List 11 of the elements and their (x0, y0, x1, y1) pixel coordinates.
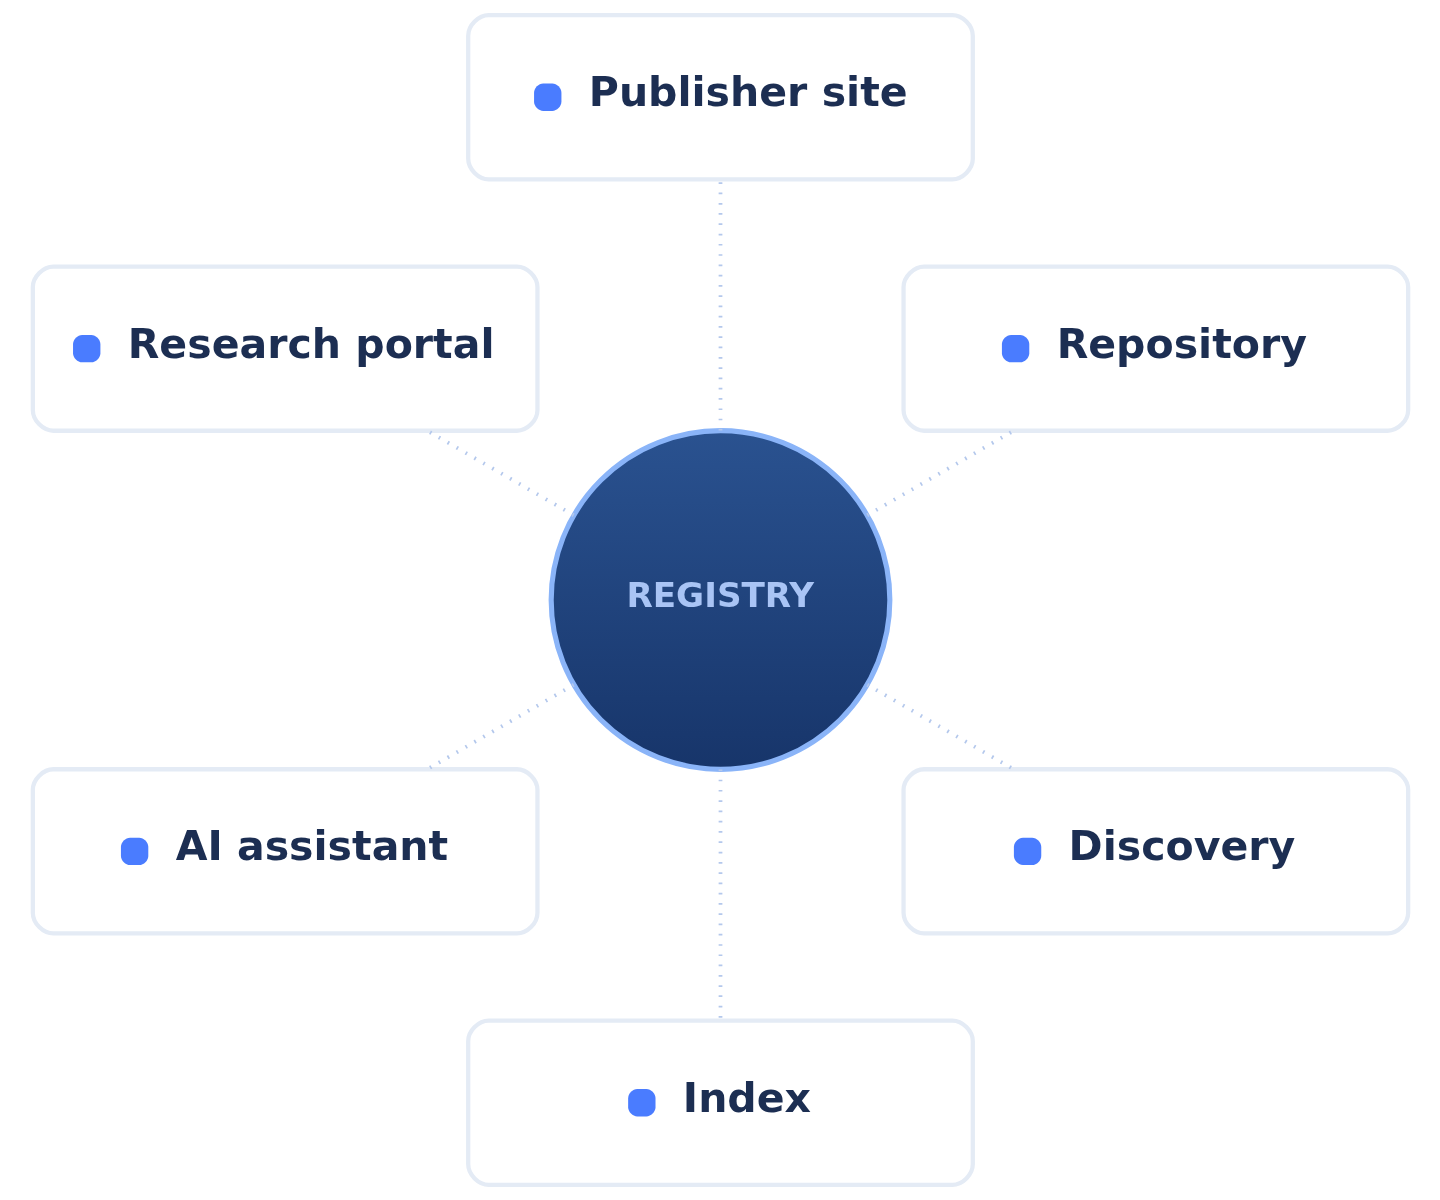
node-box: AI assistant (30, 767, 540, 936)
connector (426, 683, 575, 771)
connector (865, 429, 1014, 517)
connector (865, 683, 1014, 771)
node-box: Publisher site (465, 13, 975, 182)
node-box: Index (465, 1018, 975, 1187)
node-box: Discovery (900, 767, 1410, 936)
connector (426, 429, 575, 517)
node-circle: REGISTRY (548, 428, 892, 772)
node-box: Research portal (30, 264, 540, 433)
node-box: Repository (900, 264, 1410, 433)
